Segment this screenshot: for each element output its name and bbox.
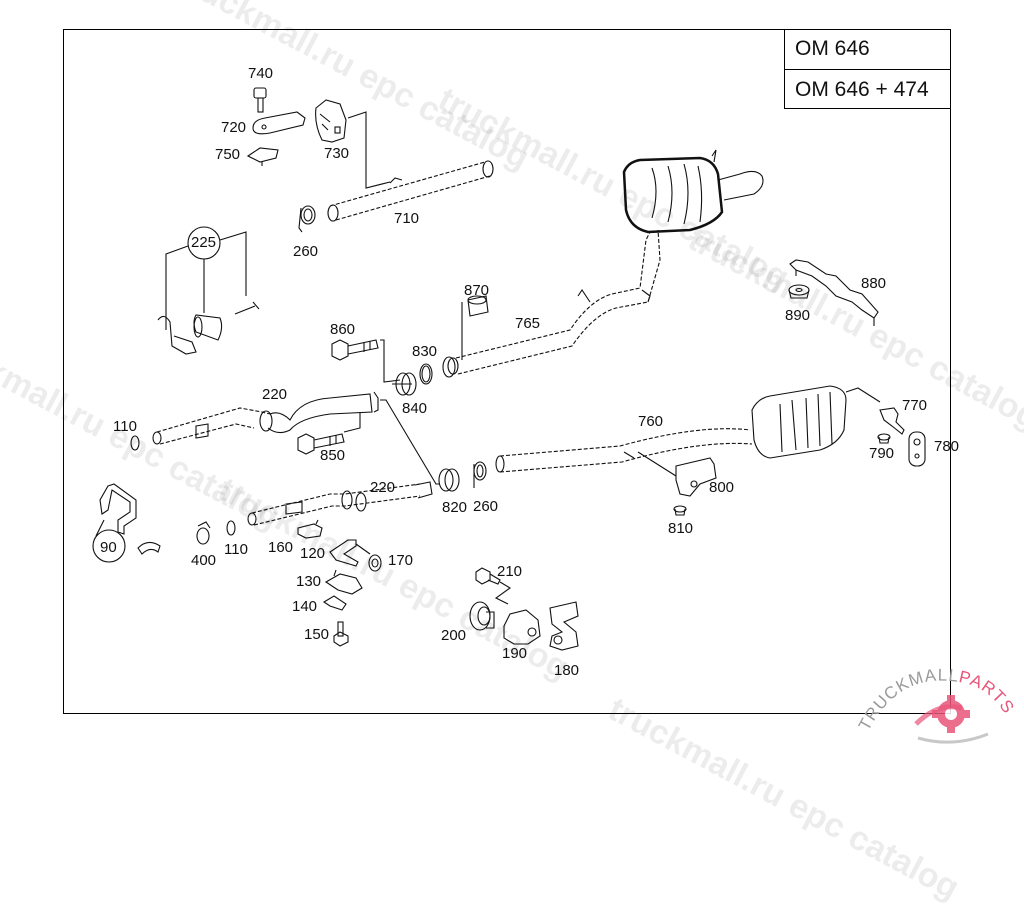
gear-icon [932,695,970,733]
bracket-720 [252,111,306,135]
part-label-140[interactable]: 140 [292,598,318,615]
part-label-220[interactable]: 220 [370,479,396,496]
diagram-frame [63,29,951,714]
part-label-740[interactable]: 740 [248,65,274,82]
clamp-260-top [298,205,316,233]
grommet-170 [368,554,382,572]
ring-110-upper [130,435,140,451]
part-label-260[interactable]: 260 [473,498,499,515]
part-label-260[interactable]: 260 [293,243,319,260]
leader-line [380,339,401,383]
part-label-730[interactable]: 730 [324,145,350,162]
ring-830 [419,363,433,385]
logo-swoosh [914,704,963,726]
svg-text:PARTS: PARTS [957,667,1018,717]
part-label-790[interactable]: 790 [869,445,895,462]
clamp-260-lower [473,461,487,488]
logo-text-parts: PARTS [957,667,1017,717]
bolt-150 [333,621,349,647]
bracket-180 [549,601,579,651]
part-label-90[interactable]: 90 [100,539,117,556]
part-label-225[interactable]: 225 [191,234,217,251]
mount-200 [469,601,495,631]
part-label-770[interactable]: 770 [902,397,928,414]
engine-variant-table: OM 646 OM 646 + 474 [784,29,951,109]
part-label-110[interactable]: 110 [224,541,248,558]
clip-160 [297,519,323,539]
exhaust-line-art [92,87,926,651]
mount-225 [157,226,260,355]
part-label-170[interactable]: 170 [388,552,414,569]
part-label-220[interactable]: 220 [262,386,288,403]
bolt-210 [475,567,512,605]
bushing-870 [467,295,489,317]
part-label-110[interactable]: 110 [113,418,137,435]
logo-swoosh-gray [917,732,989,744]
hanger-770 [879,407,905,435]
front-pipe-220-upper [152,391,379,445]
nut-790 [877,433,891,444]
pipe-710 [327,160,494,222]
part-label-190[interactable]: 190 [502,645,528,662]
part-label-890[interactable]: 890 [785,307,811,324]
part-label-765[interactable]: 765 [515,315,541,332]
part-label-810[interactable]: 810 [668,520,694,537]
bolt-740 [253,87,267,113]
grommet-890 [788,284,810,299]
ring-110-lower [226,520,236,536]
part-label-860[interactable]: 860 [330,321,356,338]
rubber-mount-730 [315,99,347,143]
part-label-400[interactable]: 400 [191,552,217,569]
bracket-800 [637,451,717,497]
bracket-880 [789,259,879,326]
pipe-765 [442,229,661,378]
part-label-820[interactable]: 820 [442,499,468,516]
part-label-160[interactable]: 160 [268,539,294,556]
part-label-760[interactable]: 760 [638,413,664,430]
part-label-210[interactable]: 210 [497,563,523,580]
leader-line [347,111,391,189]
muffler-upper [622,149,764,234]
nut-810 [673,505,687,516]
truckmall-parts-logo: TRUCKMALL PARTS [858,662,1024,750]
clip-nut-750 [246,147,279,166]
rubber-mount-780 [908,431,926,467]
bolt-850 [297,433,345,455]
bolt-860 [331,339,379,361]
part-label-150[interactable]: 150 [304,626,330,643]
part-label-720[interactable]: 720 [221,119,247,136]
part-label-200[interactable]: 200 [441,627,467,644]
leader-line [343,412,361,433]
part-label-800[interactable]: 800 [709,479,735,496]
clamp-400 [196,521,211,545]
muffler-rear [751,385,881,459]
engine-variant-om646-474: OM 646 + 474 [785,69,951,109]
clamp-130 [324,569,363,595]
part-label-750[interactable]: 750 [215,146,241,163]
gasket-840 [392,372,417,396]
bracket-90 [92,483,161,563]
gasket-820 [438,468,460,492]
bracket-190 [503,609,541,645]
part-label-710[interactable]: 710 [394,210,420,227]
leader-line [380,399,440,485]
part-label-120[interactable]: 120 [300,545,326,562]
engine-variant-om646: OM 646 [795,37,870,60]
part-label-830[interactable]: 830 [412,343,438,360]
part-label-180[interactable]: 180 [554,662,580,679]
rear-pipe-760 [495,428,753,473]
part-label-840[interactable]: 840 [402,400,428,417]
clip-140 [322,595,347,611]
part-label-880[interactable]: 880 [861,275,887,292]
front-pipe-220-lower [247,481,433,526]
part-label-850[interactable]: 850 [320,447,346,464]
part-label-130[interactable]: 130 [296,573,322,590]
part-label-870[interactable]: 870 [464,282,490,299]
part-label-780[interactable]: 780 [934,438,960,455]
bracket-120 [329,539,371,567]
